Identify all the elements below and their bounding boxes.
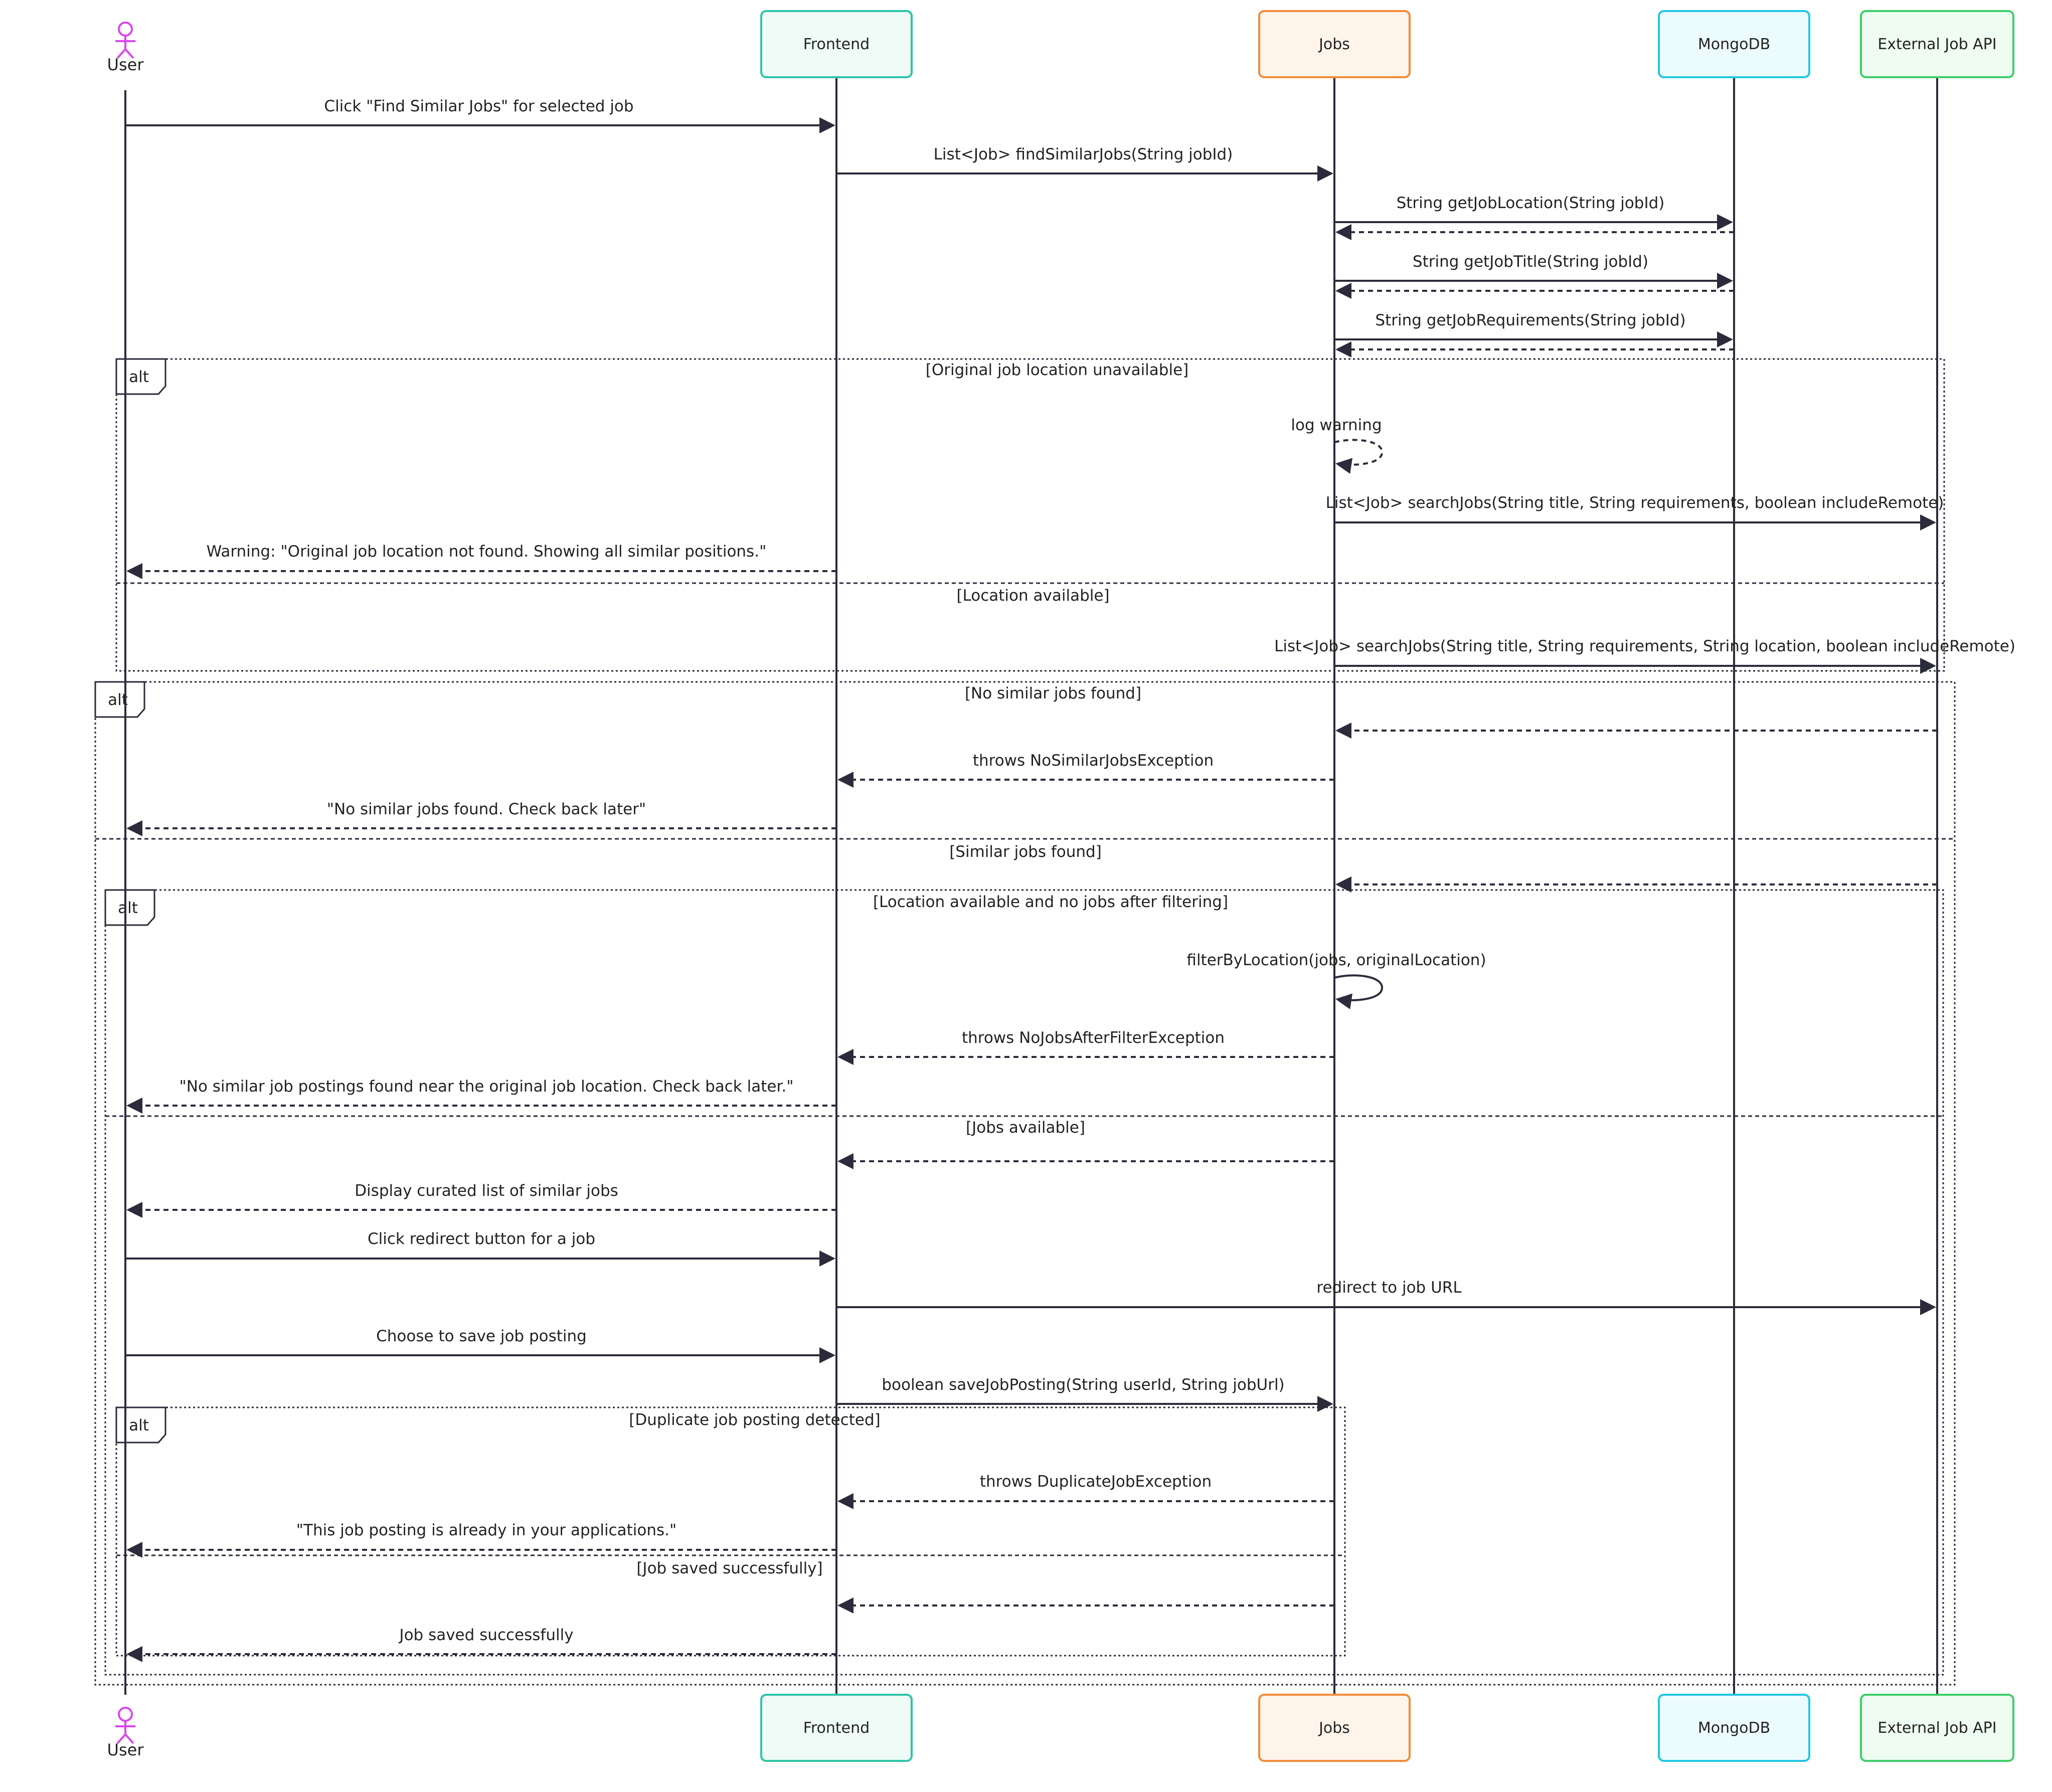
participant-label: External Job API: [1877, 1719, 1996, 1737]
participant-external-api: External Job API: [1860, 1694, 2014, 1762]
self-message-arrow: [1334, 439, 1384, 474]
participant-mongodb: MongoDB: [1658, 1694, 1810, 1762]
message-label: List<Job> searchJobs(String title, Strin…: [1274, 637, 2015, 655]
message-label: "No similar job postings found near the …: [180, 1078, 794, 1096]
message-label: Click redirect button for a job: [368, 1230, 595, 1248]
self-message-arrow: [1334, 974, 1384, 1010]
fragment-condition: [No similar jobs found]: [965, 684, 1141, 702]
participants-top: User Frontend Jobs MongoDB External Job …: [107, 10, 2014, 78]
alt-fragment-location: alt [Original job location unavailable] …: [115, 358, 1945, 672]
message-label: List<Job> searchJobs(String title, Strin…: [1326, 494, 1944, 512]
participant-label: External Job API: [1877, 36, 1996, 53]
message-label: "No similar jobs found. Check back later…: [327, 800, 646, 818]
participant-external-api: External Job API: [1860, 10, 2014, 78]
participant-label: Jobs: [1318, 1719, 1350, 1737]
participant-jobs: Jobs: [1258, 10, 1411, 78]
user-icon: [115, 1707, 135, 1744]
participants-bottom: User Frontend Jobs MongoDB External Job …: [107, 1694, 2014, 1762]
fragment-condition: [Location available]: [956, 587, 1109, 605]
participant-label: MongoDB: [1698, 1719, 1770, 1737]
message-label: Warning: "Original job location not foun…: [207, 543, 767, 561]
message-label: String getJobTitle(String jobId): [1413, 253, 1648, 271]
message-label: "This job posting is already in your app…: [296, 1521, 677, 1539]
alt-fragment-similar-jobs: alt [No similar jobs found] [Similar job…: [94, 681, 1956, 1686]
user-icon: [115, 22, 135, 59]
actor-label: User: [107, 55, 144, 74]
participant-label: MongoDB: [1698, 36, 1770, 53]
message-label: Click "Find Similar Jobs" for selected j…: [324, 97, 633, 115]
fragment-condition: [Location available and no jobs after fi…: [873, 893, 1228, 911]
message-label: boolean saveJobPosting(String userId, St…: [882, 1376, 1284, 1394]
actor-label: User: [107, 1740, 144, 1759]
fragment-tag: alt: [129, 368, 149, 386]
fragment-condition: [Original job location unavailable]: [926, 361, 1189, 379]
fragment-condition: [Duplicate job posting detected]: [629, 1411, 881, 1429]
message-label: throws DuplicateJobException: [980, 1473, 1212, 1491]
alt-fragment-duplicate: alt [Duplicate job posting detected] [Jo…: [115, 1406, 1346, 1657]
message-label: filterByLocation(jobs, originalLocation): [1186, 951, 1486, 969]
alt-fragment-filtering: alt [Location available and no jobs afte…: [104, 889, 1944, 1676]
fragment-condition: [Jobs available]: [966, 1119, 1085, 1137]
participant-jobs: Jobs: [1258, 1694, 1411, 1762]
lifelines: [124, 78, 1938, 1695]
message-label: redirect to job URL: [1316, 1279, 1462, 1297]
fragment-tag: alt: [129, 1416, 149, 1435]
participant-mongodb: MongoDB: [1658, 10, 1810, 78]
fragment-tag: alt: [118, 899, 138, 917]
participant-label: Frontend: [803, 36, 870, 53]
message-label: String getJobRequirements(String jobId): [1375, 311, 1685, 329]
actor-user: User: [107, 22, 144, 74]
message-label: Choose to save job posting: [376, 1327, 587, 1345]
participant-frontend: Frontend: [760, 1694, 913, 1762]
participant-label: Jobs: [1318, 36, 1350, 53]
participant-frontend: Frontend: [760, 10, 913, 78]
message-label: String getJobLocation(String jobId): [1397, 194, 1665, 212]
message-label: throws NoJobsAfterFilterException: [962, 1029, 1225, 1047]
fragment-condition: [Job saved successfully]: [636, 1559, 822, 1577]
message-label: Job saved successfully: [398, 1626, 573, 1644]
participant-label: Frontend: [803, 1719, 870, 1737]
message-label: throws NoSimilarJobsException: [973, 752, 1214, 770]
message-label: log warning: [1291, 416, 1382, 434]
message-label: Display curated list of similar jobs: [355, 1182, 618, 1200]
fragment-condition: [Similar jobs found]: [949, 843, 1102, 861]
message-label: List<Job> findSimilarJobs(String jobId): [934, 145, 1233, 163]
messages: Click "Find Similar Jobs" for selected j…: [125, 97, 2015, 1662]
fragments: alt [Original job location unavailable] …: [94, 358, 1956, 1686]
actor-user: User: [107, 1707, 144, 1759]
